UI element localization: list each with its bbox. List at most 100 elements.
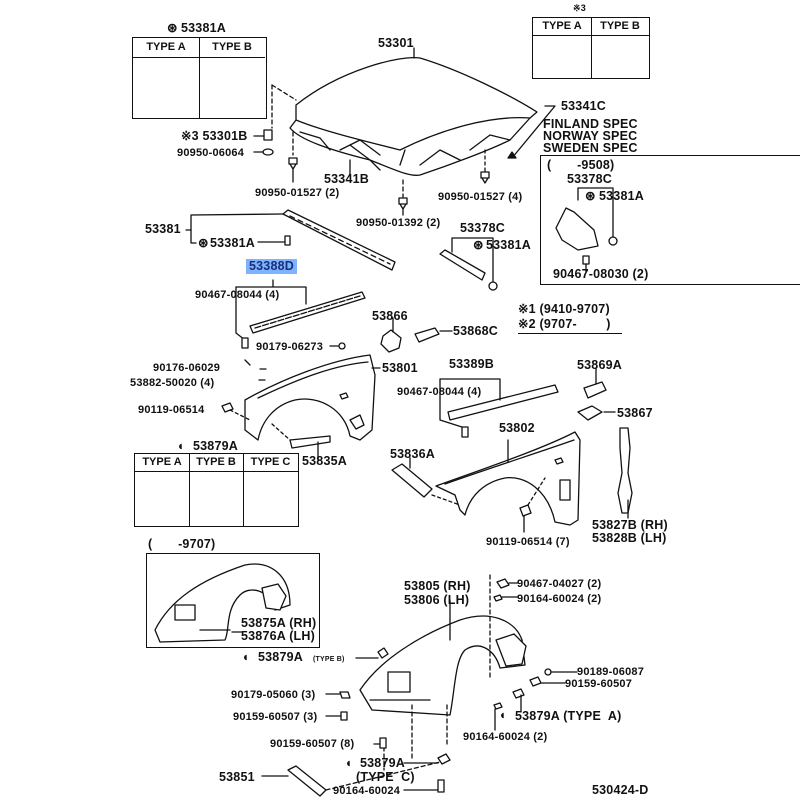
- half-circle-symbol-icon: ◐: [346, 756, 354, 770]
- part-90119-06514-b: 90119-06514 (7): [486, 536, 570, 548]
- note3-type-a-label: TYPE A: [542, 20, 582, 32]
- part-90164-60024: 90164-60024: [333, 785, 401, 797]
- part-90159-60507-a: 90159-60507: [565, 678, 633, 690]
- old-liner-range: ( -9707): [148, 537, 216, 551]
- part-90179-06273: 90179-06273: [256, 341, 324, 353]
- part-53389b: 53389B: [449, 357, 494, 371]
- right-fender-drawing: [391, 431, 581, 533]
- clip-53879a-type-c-label: TYPE C: [250, 456, 291, 468]
- part-53341b: 53341B: [324, 172, 369, 186]
- type-b-label: TYPE B: [212, 41, 252, 53]
- old-liner-box: [146, 553, 320, 648]
- spec-sweden: SWEDEN SPEC: [543, 141, 638, 155]
- part-90164-60024-2b: 90164-60024 (2): [463, 731, 548, 743]
- fastener-icons: [261, 578, 578, 797]
- clip-53879a-box: TYPE A TYPE B TYPE C: [134, 453, 299, 527]
- half-circle-symbol-icon: ◐: [500, 708, 508, 722]
- part-53866: 53866: [372, 309, 408, 323]
- part-53802: 53802: [499, 421, 535, 435]
- part-90950-01392: 90950-01392 (2): [356, 217, 441, 229]
- part-90176-06029: 90176-06029: [153, 362, 221, 374]
- bolt-icons: [262, 129, 490, 216]
- fender-liner-strip-drawing: [617, 427, 633, 514]
- part-53381a-side: 53381A: [486, 238, 531, 252]
- part-53381a-windshield: 53381A: [210, 236, 255, 250]
- part-53879a-type-a: 53879A (TYPE A): [515, 709, 622, 723]
- part-53301b: ※3 53301B: [181, 129, 248, 143]
- part-53828b: 53828B (LH): [592, 531, 667, 545]
- part-53879a-type-c-suffix: (TYPE C): [356, 770, 415, 784]
- clip-53381a-title: 53381A: [181, 21, 226, 35]
- clip-symbol-icon: ⊛: [585, 189, 596, 203]
- part-53867: 53867: [617, 406, 653, 420]
- moulding-b-drawing: [439, 378, 559, 438]
- legend-underline: [518, 333, 622, 334]
- type-a-label: TYPE A: [146, 41, 186, 53]
- part-53378c: 53378C: [460, 221, 505, 235]
- half-circle-symbol-icon: ◐: [243, 650, 251, 664]
- spec-finland: FINLAND SPEC: [543, 117, 638, 131]
- brace-drawings: [577, 367, 616, 421]
- part-90467-08044-b: 90467-08044 (4): [397, 386, 482, 398]
- part-53806: 53806 (LH): [404, 593, 470, 607]
- part-53836a: 53836A: [390, 447, 435, 461]
- part-53801: 53801: [382, 361, 418, 375]
- clip-53381a-box: TYPE A TYPE B: [132, 37, 267, 119]
- diagram-id: 530424-D: [592, 783, 649, 797]
- clip-53879a-title: 53879A: [193, 439, 238, 453]
- left-fender-drawing: [221, 354, 381, 461]
- part-90159-60507-3: 90159-60507 (3): [233, 711, 318, 723]
- part-53805: 53805 (RH): [404, 579, 471, 593]
- part-90467-08030: 90467-08030 (2): [553, 267, 649, 281]
- part-90159-60507-8: 90159-60507 (8): [270, 738, 355, 750]
- clip-53879a-type-a-label: TYPE A: [142, 456, 182, 468]
- legend-note-1: ※1 (9410-9707): [518, 302, 610, 316]
- part-53875a: 53875A (RH): [241, 616, 317, 630]
- nordic-range: ( -9508): [547, 158, 615, 172]
- part-90950-01527-2: 90950-01527 (2): [255, 187, 340, 199]
- part-90189-06087: 90189-06087: [577, 666, 645, 678]
- old-liner-drawing: [154, 563, 291, 643]
- hood-drawing: [271, 47, 538, 198]
- part-53835a: 53835A: [302, 454, 347, 468]
- clip-symbol-icon: ⊛: [198, 236, 209, 250]
- part-53879a-type-b-suffix: (TYPE B): [313, 656, 345, 663]
- type-a-header-cell: TYPE A: [133, 38, 200, 58]
- part-53879a-type-b: 53879A: [258, 650, 303, 664]
- nordic-spec-box: [540, 155, 800, 285]
- half-circle-symbol-icon: ◐: [178, 439, 186, 453]
- part-53869a: 53869A: [577, 358, 622, 372]
- note3-box: TYPE A TYPE B: [532, 17, 650, 79]
- part-53381: 53381: [145, 222, 181, 236]
- part-53388d-highlighted[interactable]: 53388D: [246, 259, 297, 274]
- note3-type-b-label: TYPE B: [600, 20, 640, 32]
- part-90467-04027: 90467-04027 (2): [517, 578, 602, 590]
- part-90950-01527-4: 90950-01527 (4): [438, 191, 523, 203]
- side-strip-drawing: [439, 237, 498, 291]
- moulding-drawing: [235, 279, 366, 350]
- nordic-bracket-drawing: [555, 187, 618, 273]
- part-53381a-nordic: 53381A: [599, 189, 644, 203]
- part-53868c: 53868C: [453, 324, 498, 338]
- type-b-header-cell: TYPE B: [199, 38, 265, 58]
- part-90164-60024-2a: 90164-60024 (2): [517, 593, 602, 605]
- part-53378c-nordic: 53378C: [567, 172, 612, 186]
- part-53882-50020: 53882-50020 (4): [130, 377, 215, 389]
- part-53827b: 53827B (RH): [592, 518, 668, 532]
- fender-liner-drawing: [359, 574, 527, 771]
- note3-title: ※3: [573, 3, 586, 13]
- part-53341c: 53341C: [561, 99, 606, 113]
- clip-53879a-type-b-label: TYPE B: [196, 456, 236, 468]
- part-53879a-type-c: 53879A: [360, 756, 405, 770]
- part-53851: 53851: [219, 770, 255, 784]
- part-90950-06064: 90950-06064: [177, 147, 245, 159]
- part-90467-08044-a: 90467-08044 (4): [195, 289, 280, 301]
- part-90179-05060: 90179-05060 (3): [231, 689, 316, 701]
- spec-norway: NORWAY SPEC: [543, 129, 638, 143]
- part-53301: 53301: [378, 36, 414, 50]
- seal-strip-drawing: [185, 209, 396, 271]
- part-53876a: 53876A (LH): [241, 629, 315, 643]
- legend-note-2: ※2 (9707- ): [518, 317, 611, 331]
- bracket-drawings: [380, 317, 453, 353]
